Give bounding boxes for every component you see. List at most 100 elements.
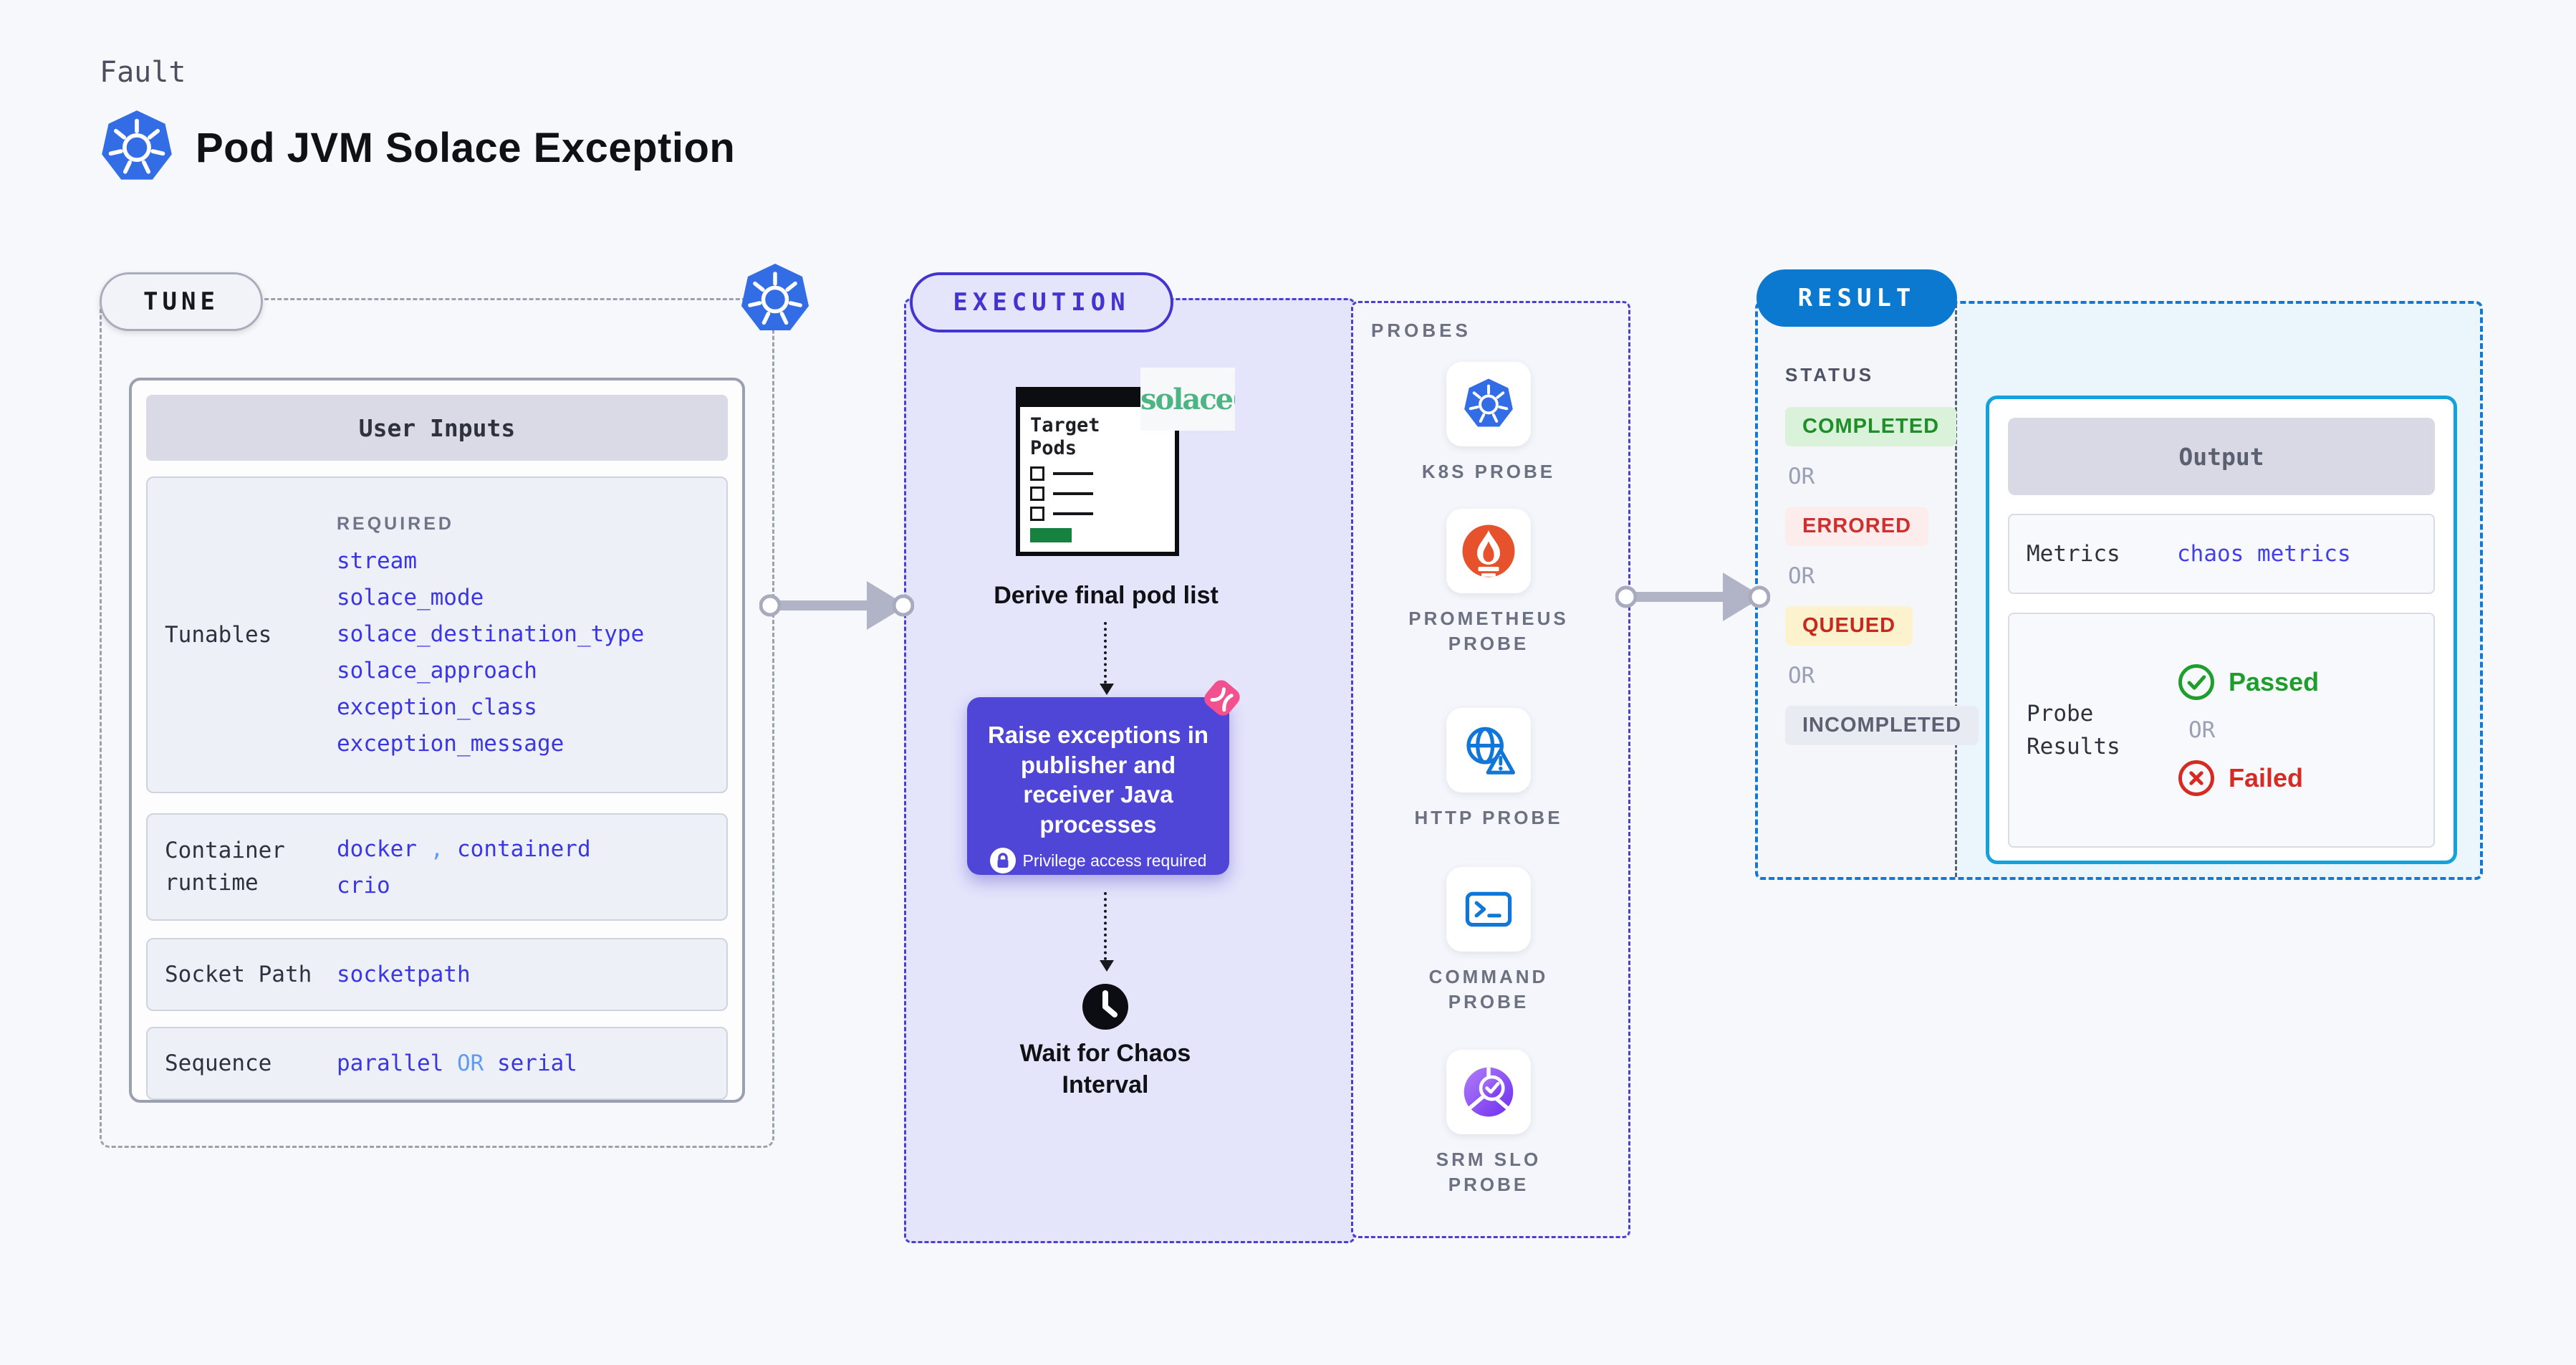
checkbox-icon [1030,506,1044,521]
probe-card [1446,1050,1531,1134]
output-title: Output [2008,418,2435,495]
result-pill: RESULT [1756,269,1957,327]
or-label: OR [1788,663,1815,689]
list-line [1053,492,1093,495]
metrics-value: chaos metrics [2177,541,2351,567]
failed-result: Failed [2177,759,2303,798]
probe-results-row: Probe Results Passed OR Failed [2008,613,2435,848]
kubernetes-icon [1463,378,1514,431]
probe-item-http: HTTP PROBE [1351,708,1626,830]
http-globe-icon [1460,722,1517,779]
tunables-label: Tunables [165,621,272,648]
or-label: OR [1788,563,1815,589]
tunable-value: solace_mode [337,584,484,610]
tunables-row: Tunables REQUIRED stream solace_mode sol… [146,476,728,793]
status-badge-queued: QUEUED [1785,606,1913,646]
window-titlebar [1020,391,1175,407]
x-circle-icon [2177,759,2216,798]
passed-result: Passed [2177,663,2319,701]
list-line [1053,512,1093,515]
lock-icon [990,848,1016,873]
privilege-note: Privilege access required [967,848,1229,873]
pod-list-item [1030,466,1175,481]
sequence-row: Sequence parallel OR serial [146,1027,728,1100]
tune-section-box [100,298,774,1148]
solace-dot-icon [1234,394,1235,404]
fault-eyebrow: Fault [100,56,186,89]
sequence-values: parallel OR serial [337,1050,577,1076]
pod-list-item [1030,506,1175,521]
container-runtime-value: crio [337,872,390,899]
or-label: OR [1788,464,1815,489]
title-row: Pod JVM Solace Exception [100,109,735,186]
user-inputs-title: User Inputs [146,395,728,461]
probe-results-label: Probe Results [2027,700,2120,760]
or-label: OR [2188,717,2216,743]
check-circle-icon [2177,663,2216,701]
kubernetes-icon [739,262,811,340]
socket-path-row: Socket Path socketpath [146,938,728,1011]
page-title: Pod JVM Solace Exception [196,124,736,171]
derive-pod-list-label: Derive final pod list [994,582,1219,609]
green-button [1030,527,1072,542]
probe-label: K8S PROBE [1421,461,1556,482]
srm-slo-icon [1461,1064,1517,1120]
probe-card [1446,867,1531,952]
kubernetes-icon [100,109,174,186]
container-runtime-label: Container runtime [165,838,285,896]
socket-path-value: socketpath [337,962,471,987]
solace-logo: solace [1140,368,1235,431]
probe-item-command: COMMAND PROBE [1351,867,1626,1015]
probes-title: PROBES [1371,320,1471,341]
metrics-row: Metrics chaos metrics [2008,514,2435,594]
terminal-icon [1460,881,1517,938]
flow-arrow-execution-to-result [1615,554,1770,640]
wait-chaos-interval-label: Wait for Chaos Interval [1019,1040,1191,1099]
chaos-icon [1201,676,1244,719]
probe-card [1446,708,1531,792]
required-label: REQUIRED [337,513,454,534]
probe-label: HTTP PROBE [1414,807,1563,828]
tunable-value: exception_class [337,694,537,720]
status-badges: COMPLETED OR ERRORED OR QUEUED OR INCOMP… [1785,407,1979,745]
probe-item-k8s: K8S PROBE [1351,362,1626,484]
probe-label: COMMAND PROBE [1428,966,1549,1013]
status-label: STATUS [1785,364,1875,385]
pod-list-item [1030,486,1175,501]
list-line [1053,471,1093,475]
metrics-label: Metrics [2027,540,2120,567]
socket-path-label: Socket Path [165,961,312,987]
target-pods-title: Target Pods [1030,414,1100,460]
target-pods-window: Target Pods [1016,387,1179,556]
container-runtime-row: Container runtime docker , containerd cr… [146,813,728,921]
status-badge-errored: ERRORED [1785,507,1929,546]
output-card: Output Metrics chaos metrics Probe Resul… [1986,396,2457,864]
user-inputs-card: User Inputs Tunables REQUIRED stream sol… [129,378,745,1103]
prometheus-icon [1461,524,1516,578]
probe-label: SRM SLO PROBE [1436,1149,1542,1196]
container-runtime-values: docker , containerd [337,835,591,862]
sequence-label: Sequence [165,1050,272,1076]
checkbox-icon [1030,486,1044,501]
status-badge-incompleted: INCOMPLETED [1785,706,1979,745]
probe-card [1446,362,1531,446]
arrow-down-icon [1100,684,1114,695]
raise-exceptions-text: Raise exceptions in publisher and receiv… [987,722,1209,838]
dotted-connector [1104,622,1107,684]
probe-label: PROMETHEUS PROBE [1408,608,1569,655]
tune-pill: TUNE [100,272,263,331]
tunable-value: solace_approach [337,657,537,684]
raise-exceptions-step: Raise exceptions in publisher and receiv… [967,697,1229,875]
tunable-value: exception_message [337,730,564,757]
arrow-down-icon [1100,960,1114,972]
execution-pill: EXECUTION [910,272,1173,332]
probe-card [1446,509,1531,593]
checkbox-icon [1030,466,1044,481]
clock-icon [1081,982,1130,1031]
probe-item-srm-slo: SRM SLO PROBE [1351,1050,1626,1197]
status-badge-completed: COMPLETED [1785,407,1957,446]
tunable-value: solace_destination_type [337,621,645,647]
status-column [1758,304,1957,877]
tunable-value: stream [337,547,417,574]
